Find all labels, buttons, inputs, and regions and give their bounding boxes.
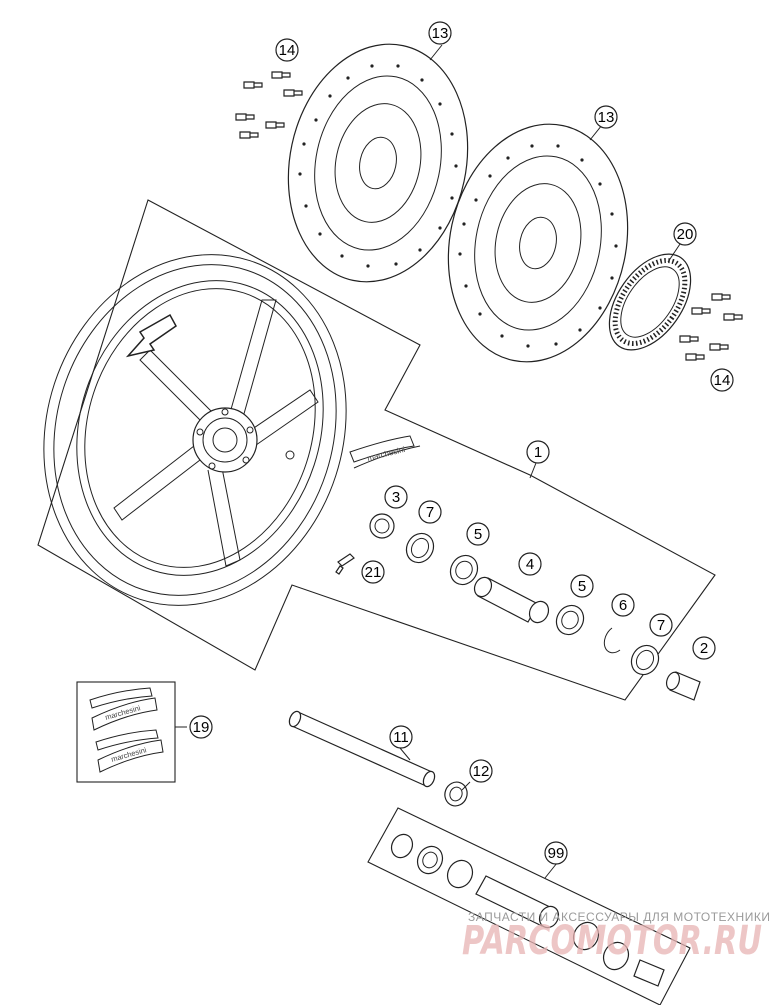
callout-1: 1 <box>526 440 550 464</box>
callout-4: 4 <box>518 552 542 576</box>
bearing-part-3 <box>369 513 395 539</box>
brake-disc-right <box>447 123 629 363</box>
callout-12: 12 <box>469 759 493 783</box>
callout-5-upper: 5 <box>466 522 490 546</box>
seal-part-7-upper <box>405 532 435 564</box>
bearing-part-5-lower <box>555 604 585 636</box>
callout-14-right: 14 <box>710 368 734 392</box>
svg-text:13: 13 <box>432 25 449 42</box>
disc-bolts-right <box>679 293 743 361</box>
svg-text:20: 20 <box>677 226 694 243</box>
svg-text:11: 11 <box>393 729 409 746</box>
rotation-direction-arrow-icon <box>125 313 177 358</box>
rim-decal-text: marchesini <box>366 445 406 463</box>
svg-text:7: 7 <box>426 504 434 521</box>
callout-99: 99 <box>544 841 568 865</box>
bearing-kit-parts <box>390 833 665 987</box>
rim-decal: marchesini <box>349 435 421 469</box>
svg-text:13: 13 <box>598 109 615 126</box>
callout-6: 6 <box>611 593 635 617</box>
svg-text:6: 6 <box>619 597 627 614</box>
svg-text:14: 14 <box>279 42 296 59</box>
svg-text:4: 4 <box>526 556 534 573</box>
callout-2: 2 <box>692 636 716 660</box>
callout-19: 19 <box>189 715 213 739</box>
valve-part-21 <box>335 553 355 575</box>
spacer-part-2 <box>665 671 701 701</box>
axle-nut-part-12 <box>444 781 468 807</box>
svg-text:2: 2 <box>700 640 708 657</box>
svg-text:5: 5 <box>474 526 482 543</box>
callout-7-lower: 7 <box>649 613 673 637</box>
watermark-site: PARCOMOTOR.RU <box>462 918 762 964</box>
bearing-kit-frame <box>367 807 691 1005</box>
decal-set-text-1: marchesini <box>104 703 142 722</box>
svg-text:21: 21 <box>365 564 382 581</box>
svg-text:99: 99 <box>548 845 565 862</box>
svg-text:14: 14 <box>714 372 731 389</box>
callout-13-right: 13 <box>594 105 618 129</box>
leader-lines <box>175 44 681 879</box>
callout-14-top: 14 <box>275 38 299 62</box>
callout-3: 3 <box>384 485 408 509</box>
callout-21: 21 <box>361 560 385 584</box>
callout-20: 20 <box>673 222 697 246</box>
wheel-rim <box>43 254 347 606</box>
svg-text:19: 19 <box>193 719 210 736</box>
bearing-part-5-upper <box>449 554 479 586</box>
callout-13-left: 13 <box>428 21 452 45</box>
callout-7-upper: 7 <box>418 500 442 524</box>
decal-set-text-2: marchesini <box>110 745 148 764</box>
spacer-sleeve-part-4 <box>473 576 550 624</box>
disc-bolts-left <box>235 71 303 139</box>
decal-set: marchesini marchesini <box>89 687 164 773</box>
svg-text:5: 5 <box>578 578 586 595</box>
wheel-group-frame <box>37 199 716 701</box>
callout-11: 11 <box>389 725 413 749</box>
abs-tone-ring <box>608 253 692 351</box>
callout-5-lower: 5 <box>570 574 594 598</box>
circlip-part-6 <box>603 627 621 654</box>
svg-text:1: 1 <box>534 444 542 461</box>
svg-text:7: 7 <box>657 617 665 634</box>
decal-set-frame <box>76 681 176 783</box>
brake-disc-left <box>287 43 469 283</box>
svg-text:3: 3 <box>392 489 400 506</box>
seal-part-7-lower <box>630 644 660 676</box>
svg-text:12: 12 <box>473 763 490 780</box>
wheel-axle-part-11 <box>288 710 436 788</box>
watermark-tagline: ЗАПЧАСТИ И АКСЕССУАРЫ ДЛЯ МОТОТЕХНИКИ <box>468 910 770 924</box>
